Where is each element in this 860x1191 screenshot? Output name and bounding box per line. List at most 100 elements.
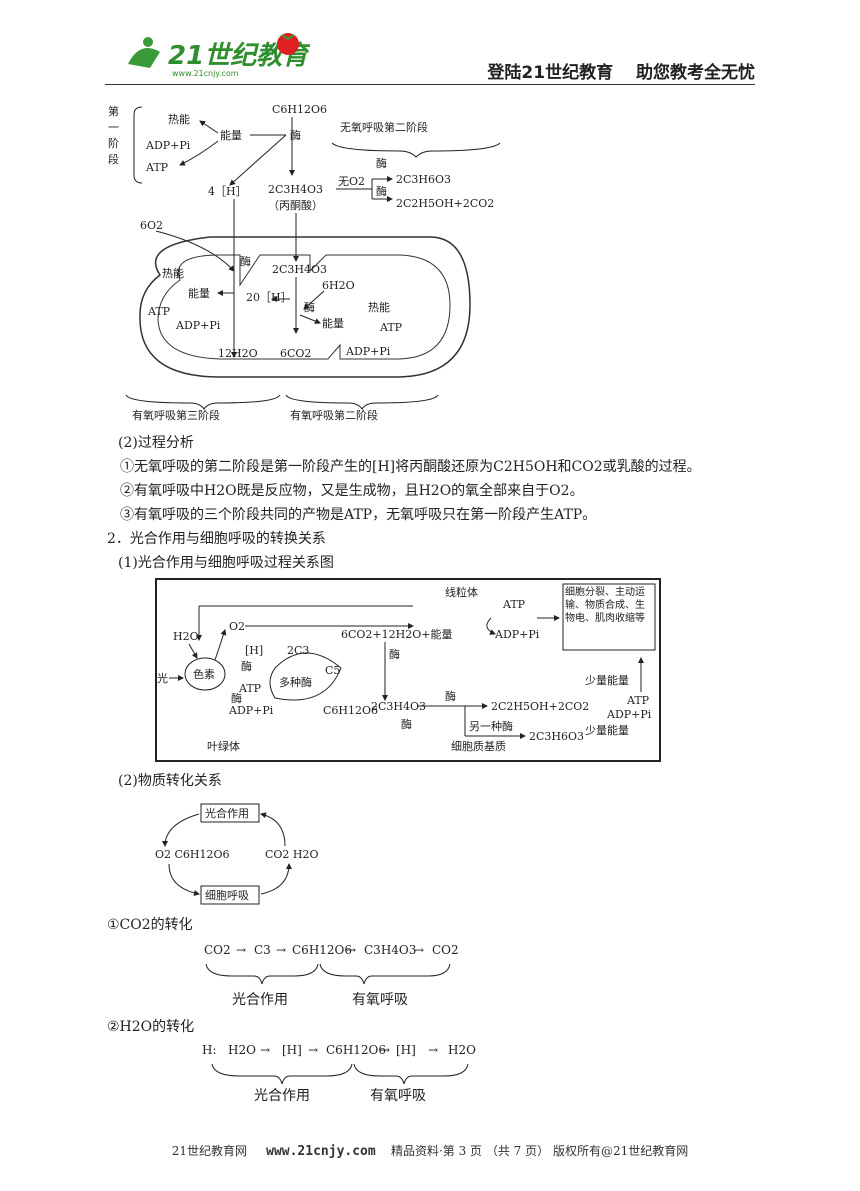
h2o-step-4: [H]	[396, 1043, 416, 1057]
lactic-2: 2C3H6O3	[529, 730, 584, 743]
chloro-label: 叶绿体	[207, 739, 240, 753]
subsection-2-heading: (2)物质转化关系	[118, 770, 222, 790]
atp-label: ATP	[145, 161, 169, 174]
right-label: CO2 H2O	[265, 848, 319, 861]
svg-text:→: →	[346, 943, 356, 957]
mito-energy-1: 能量	[188, 286, 210, 300]
anaerobic2-label: 无氧呼吸第二阶段	[340, 120, 428, 134]
h2o-step-3: C6H12O6	[326, 1043, 386, 1057]
h2o-chain: H: H2O → [H] → C6H12O6 → [H] → H2O 光合作用 …	[200, 1038, 490, 1112]
h2o-6-label: 6H2O	[322, 279, 355, 292]
ethanol-label: 2C2H5OH+2CO2	[396, 197, 494, 210]
pigment-label: 色素	[193, 667, 215, 681]
h20-label: 20［H］	[246, 291, 292, 304]
h2o-step-5: H2O	[448, 1043, 476, 1057]
mito-adp-1: ADP+Pi	[175, 319, 221, 332]
photosynthesis-respiration-diagram: 线粒体 叶绿体 细胞质基质 H2O O2 [H] 光 色素 酶 ATP ADP+…	[155, 578, 663, 764]
adp-c: ADP+Pi	[606, 708, 652, 721]
left-label: O2 C6H12O6	[155, 848, 230, 861]
mito-heat-2: 热能	[368, 300, 390, 314]
o2-label: O2	[229, 620, 245, 633]
co2-step-5: CO2	[432, 943, 459, 957]
section-2-heading: 2．光合作用与细胞呼吸的转换关系	[107, 528, 326, 548]
mito-atp-2: ATP	[379, 321, 403, 334]
h-label: [H]	[245, 644, 263, 657]
ethanol-2: 2C2H5OH+2CO2	[491, 700, 589, 713]
svg-text:→: →	[414, 943, 424, 957]
h2o-step-1: H2O	[228, 1043, 256, 1057]
mito-pyruvate: 2C3H4O3	[272, 263, 327, 276]
little-energy-1: 少量能量	[585, 673, 629, 687]
co2-step-4: C3H4O3	[364, 943, 416, 957]
footer-page-info: 精品资料·第 3 页 （共 7 页） 版权所有@21世纪教育网	[391, 1144, 688, 1158]
header-divider	[105, 84, 755, 85]
heat-label: 热能	[168, 112, 190, 126]
h2o-brace-2: 有氧呼吸	[370, 1088, 426, 1104]
h2o-step-2: [H]	[282, 1043, 302, 1057]
many-enzymes-label: 多种酶	[279, 675, 312, 689]
o2-6-label: 6O2	[140, 219, 163, 232]
enzyme-d: 酶	[401, 718, 412, 731]
svg-text:→: →	[276, 943, 286, 957]
glucose-label-2: C6H12O6	[323, 704, 378, 717]
mito-energy-2: 能量	[322, 316, 344, 330]
enzyme-3: 酶	[376, 185, 387, 198]
mito-adp-2: ADP+Pi	[345, 345, 391, 358]
lactic-label: 2C3H6O3	[396, 173, 451, 186]
cyto-label: 细胞质基质	[451, 740, 506, 753]
analysis-item-1: ①无氧呼吸的第二阶段是第一阶段产生的[H]将丙酮酸还原为C2H5OH和CO2或乳…	[120, 456, 701, 476]
stage1-label-1: 第	[108, 104, 119, 118]
resp-label: 细胞呼吸	[205, 889, 249, 902]
enzyme-c: 酶	[389, 648, 400, 661]
svg-text:→: →	[428, 1043, 438, 1057]
h2o-brace-1: 光合作用	[254, 1088, 310, 1104]
svg-text:段: 段	[108, 152, 119, 166]
h2o-title: ②H2O的转化	[107, 1016, 194, 1036]
enzyme-a: 酶	[241, 660, 252, 673]
mito-atp-1: ATP	[147, 305, 171, 318]
h2o-prefix: H:	[202, 1043, 217, 1057]
mito-heat-1: 热能	[162, 266, 184, 280]
co2-step-3: C6H12O6	[292, 943, 352, 957]
enzyme-4: 酶	[240, 255, 251, 268]
svg-text:→: →	[260, 1043, 270, 1057]
enzyme-b: 酶	[231, 692, 242, 705]
svg-text:→: →	[308, 1043, 318, 1057]
svg-text:→: →	[236, 943, 246, 957]
enzyme-e: 酶	[445, 690, 456, 703]
analysis-item-2: ②有氧呼吸中H2O既是反应物，又是生成物，且H2O的氧全部来自于O2。	[120, 480, 584, 500]
svg-text:→: →	[380, 1043, 390, 1057]
material-cycle-diagram: 光合作用 细胞呼吸 O2 C6H12O6 CO2 H2O	[155, 798, 335, 908]
footer-site: 21世纪教育网	[172, 1144, 247, 1158]
light-label: 光	[157, 671, 168, 685]
subsection-1-heading: (1)光合作用与细胞呼吸过程关系图	[118, 552, 334, 572]
pyruvate-label: 2C3H4O3	[268, 183, 323, 196]
adp-label: ADP+Pi	[145, 139, 191, 152]
page-footer: 21世纪教育网 www.21cnjy.com 精品资料·第 3 页 （共 7 页…	[0, 1142, 860, 1159]
site-logo[interactable]: 21世纪教育 www.21cnjy.com	[120, 30, 310, 80]
little-energy-2: 少量能量	[585, 723, 629, 737]
process-analysis-heading: (2)过程分析	[118, 432, 194, 452]
enzyme-2: 酶	[376, 157, 387, 170]
co2-step-2: C3	[254, 943, 271, 957]
svg-text:一: 一	[108, 121, 119, 134]
adp-b: ADP+Pi	[494, 628, 540, 641]
atp-b: ATP	[502, 598, 526, 611]
footer-url[interactable]: www.21cnjy.com	[266, 1144, 376, 1159]
no-o2-label: 无O2	[338, 175, 365, 188]
co2-title: ①CO2的转化	[107, 914, 193, 934]
h2o-label: H2O	[173, 630, 199, 643]
co2-brace-2: 有氧呼吸	[352, 992, 408, 1008]
h2o-12-label: 12H2O	[218, 347, 258, 360]
eq-main: 6CO2+12H2O+能量	[341, 627, 452, 641]
photo-label: 光合作用	[205, 806, 249, 820]
uses-text: 细胞分裂、主动运输、物质合成、生物电、肌肉收缩等	[565, 586, 653, 625]
co2-6-label: 6CO2	[280, 347, 311, 360]
header-slogan: 登陆21世纪教育 助您教考全无忧	[487, 58, 755, 83]
respiration-diagram: 第 一 阶 段 热能 能量 ADP+Pi ATP C6H12O6 酶 无氧呼吸第…	[100, 95, 520, 425]
c3-label: 2C3	[287, 644, 309, 657]
co2-chain: CO2 → C3 → C6H12O6 → C3H4O3 → CO2 光合作用 有…	[196, 938, 476, 1012]
energy-label: 能量	[220, 128, 242, 142]
svg-text:阶: 阶	[108, 136, 119, 150]
mito-label: 线粒体	[445, 585, 478, 599]
